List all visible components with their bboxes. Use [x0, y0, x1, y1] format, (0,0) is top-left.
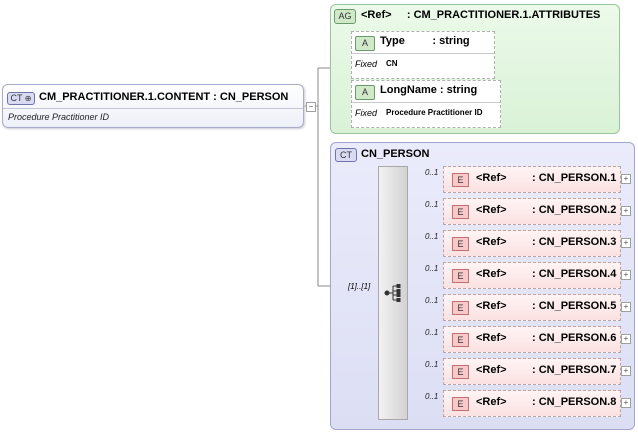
- fixed-value: Procedure Practitioner ID: [386, 108, 483, 117]
- element-name: : CN_PERSON.7: [532, 364, 617, 376]
- element-icon: E: [452, 397, 469, 411]
- expand-icon[interactable]: +: [621, 366, 631, 376]
- attribute-group-icon: AG: [334, 9, 356, 24]
- attribute-group-name: : CM_PRACTITIONER.1.ATTRIBUTES: [406, 9, 601, 21]
- attribute-type-text: : string: [439, 84, 478, 96]
- element-ref: <Ref>: [476, 236, 507, 248]
- element-box[interactable]: E <Ref> : CN_PERSON.4: [443, 262, 621, 289]
- element-icon: E: [452, 237, 469, 251]
- element-icon: E: [452, 173, 469, 187]
- element-ref: <Ref>: [476, 364, 507, 376]
- attribute-group-title: <Ref> : CM_PRACTITIONER.1.ATTRIBUTES: [361, 9, 600, 21]
- expand-icon[interactable]: +: [621, 206, 631, 216]
- element-box[interactable]: E <Ref> : CN_PERSON.5: [443, 294, 621, 321]
- fixed-label: Fixed: [355, 59, 378, 69]
- attribute-icon: A: [355, 85, 375, 100]
- attribute-icon: A: [355, 36, 375, 51]
- element-occurrence: 0..1: [425, 200, 439, 209]
- element-occurrence: 0..1: [425, 392, 439, 401]
- collapse-toggle-icon[interactable]: −: [306, 102, 316, 112]
- attribute-longname[interactable]: A LongName : string Fixed Procedure Prac…: [351, 80, 501, 128]
- element-occurrence: 0..1: [425, 328, 439, 337]
- sequence-multiplicity: [1]..[1]: [348, 282, 371, 291]
- attribute-name-text: LongName: [380, 84, 437, 96]
- element-icon: E: [452, 205, 469, 219]
- attribute-type-text: : string: [432, 35, 470, 47]
- fixed-label: Fixed: [355, 108, 378, 118]
- element-occurrence: 0..1: [425, 168, 439, 177]
- expand-icon[interactable]: +: [621, 334, 631, 344]
- element-box[interactable]: E <Ref> : CN_PERSON.2: [443, 198, 621, 225]
- element-ref: <Ref>: [476, 396, 507, 408]
- element-name: : CN_PERSON.8: [532, 396, 617, 408]
- expand-icon[interactable]: +: [621, 174, 631, 184]
- element-occurrence: 0..1: [425, 360, 439, 369]
- expand-icon[interactable]: +: [621, 302, 631, 312]
- attribute-name: Type : string: [380, 35, 470, 47]
- attribute-group-box[interactable]: AG <Ref> : CM_PRACTITIONER.1.ATTRIBUTES …: [330, 4, 620, 134]
- element-occurrence: 0..1: [425, 296, 439, 305]
- element-icon: E: [452, 269, 469, 283]
- element-box[interactable]: E <Ref> : CN_PERSON.1: [443, 166, 621, 193]
- sequence-icon: [384, 284, 401, 302]
- element-name: : CN_PERSON.6: [532, 332, 617, 344]
- element-name: : CN_PERSON.5: [532, 300, 617, 312]
- main-type-title: CM_PRACTITIONER.1.CONTENT : CN_PERSON: [39, 91, 289, 103]
- element-ref: <Ref>: [476, 172, 507, 184]
- element-name: : CN_PERSON.1: [532, 172, 617, 184]
- divider: [352, 53, 494, 54]
- main-complex-type-box[interactable]: CT ⊕ CM_PRACTITIONER.1.CONTENT : CN_PERS…: [2, 84, 304, 128]
- element-ref: <Ref>: [476, 332, 507, 344]
- divider: [352, 102, 500, 103]
- element-ref: <Ref>: [476, 268, 507, 280]
- main-type-documentation: Procedure Practitioner ID: [8, 112, 110, 122]
- element-name: : CN_PERSON.3: [532, 236, 617, 248]
- element-name: : CN_PERSON.4: [532, 268, 617, 280]
- element-ref: <Ref>: [476, 300, 507, 312]
- attribute-name: LongName : string: [380, 84, 477, 96]
- element-icon: E: [452, 333, 469, 347]
- expand-icon[interactable]: +: [621, 398, 631, 408]
- element-box[interactable]: E <Ref> : CN_PERSON.6: [443, 326, 621, 353]
- ct-badge-label: CT: [10, 93, 23, 103]
- element-occurrence: 0..1: [425, 264, 439, 273]
- attribute-group-ref: <Ref>: [361, 9, 392, 21]
- attribute-name-text: Type: [380, 35, 405, 47]
- element-icon: E: [452, 301, 469, 315]
- complex-type-icon: CT ⊕: [7, 92, 35, 105]
- element-box[interactable]: E <Ref> : CN_PERSON.8: [443, 390, 621, 417]
- element-box[interactable]: E <Ref> : CN_PERSON.3: [443, 230, 621, 257]
- divider: [3, 108, 303, 109]
- fixed-value: CN: [386, 59, 398, 68]
- element-name: : CN_PERSON.2: [532, 204, 617, 216]
- expand-icon[interactable]: +: [621, 270, 631, 280]
- element-box[interactable]: E <Ref> : CN_PERSON.7: [443, 358, 621, 385]
- complex-type-icon: CT: [335, 148, 357, 162]
- element-icon: E: [452, 365, 469, 379]
- expand-icon[interactable]: +: [621, 238, 631, 248]
- element-occurrence: 0..1: [425, 232, 439, 241]
- element-ref: <Ref>: [476, 204, 507, 216]
- attribute-type[interactable]: A Type : string Fixed CN: [351, 31, 495, 79]
- complex-type-title: CN_PERSON: [361, 148, 430, 160]
